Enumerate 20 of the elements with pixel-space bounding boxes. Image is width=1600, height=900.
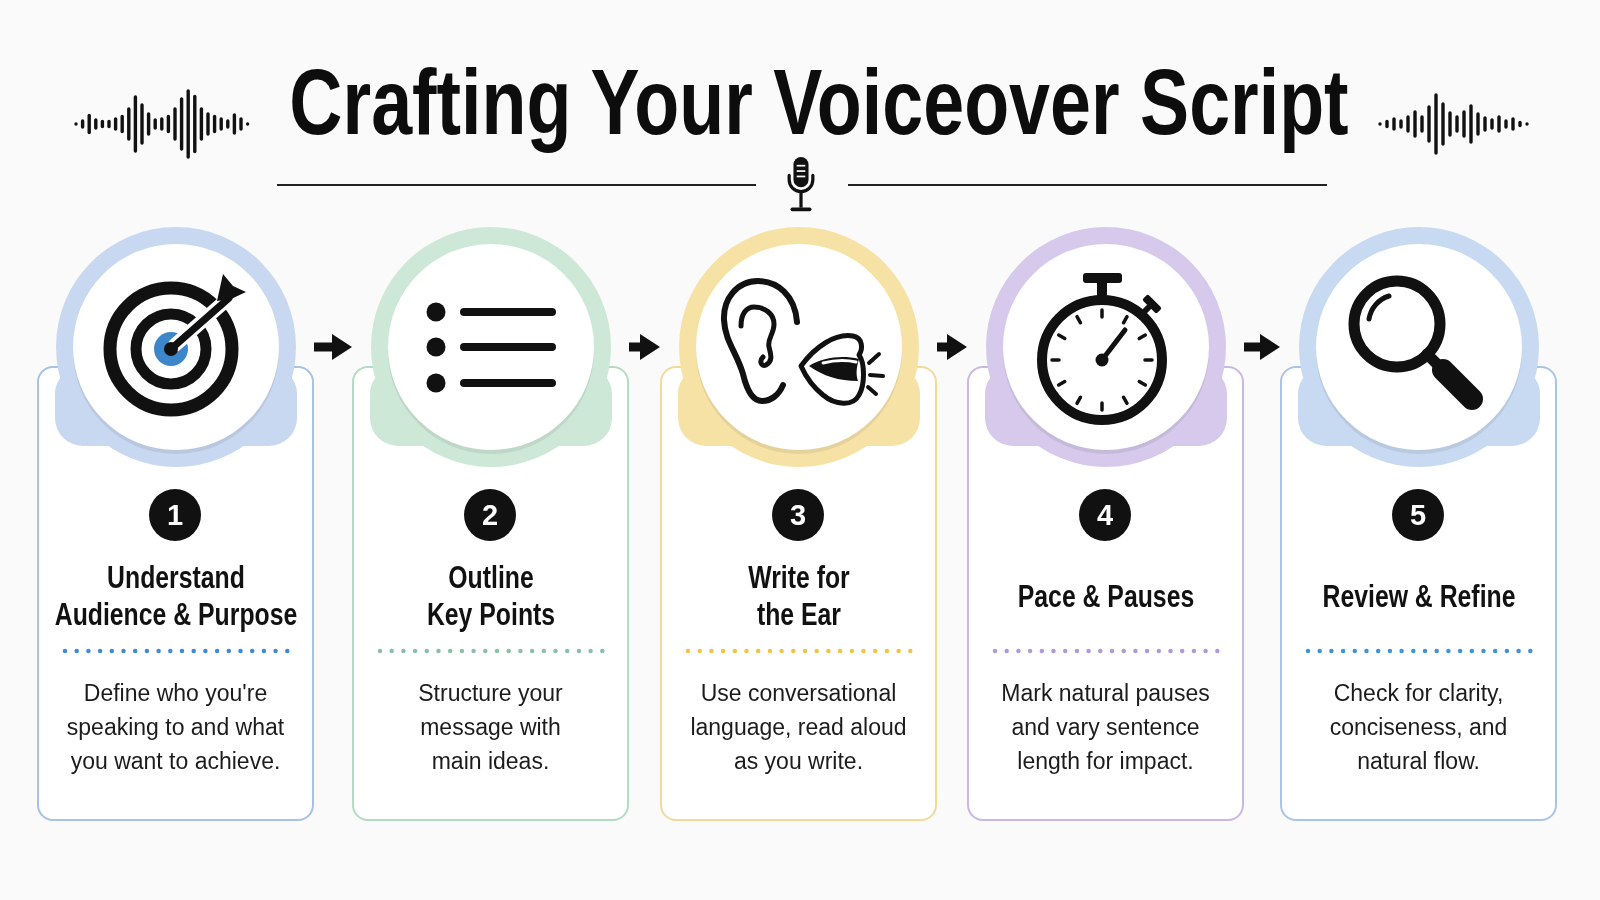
step-title: Outline Key Points: [425, 559, 556, 633]
title: Crafting Your Voiceover Script: [289, 50, 1349, 155]
number-badge: 2: [464, 489, 516, 541]
step-title: Understand Audience & Purpose: [53, 559, 298, 633]
number-badge: 5: [1392, 489, 1444, 541]
arrow: [629, 334, 660, 360]
step-title: Pace & Pauses: [1016, 577, 1195, 615]
step-description: Structure your message with main ideas.: [417, 679, 564, 776]
arrow: [1244, 334, 1280, 360]
arrow: [314, 334, 352, 360]
arrow: [937, 334, 967, 360]
step-title: Review & Refine: [1321, 577, 1516, 615]
step-description: Use conversational language, read aloud as you write.: [689, 679, 908, 776]
number-badge: 3: [772, 489, 824, 541]
step-title: Write for the Ear: [746, 559, 851, 633]
step-description: Mark natural pauses and vary sentence length for impact.: [1000, 679, 1211, 776]
number-badge: 4: [1079, 489, 1131, 541]
number-badge: 1: [149, 489, 201, 541]
step-description: Define who you're speaking to and what you want to achieve.: [65, 679, 286, 776]
step-description: Check for clarity, conciseness, and natural flow.: [1328, 679, 1509, 776]
